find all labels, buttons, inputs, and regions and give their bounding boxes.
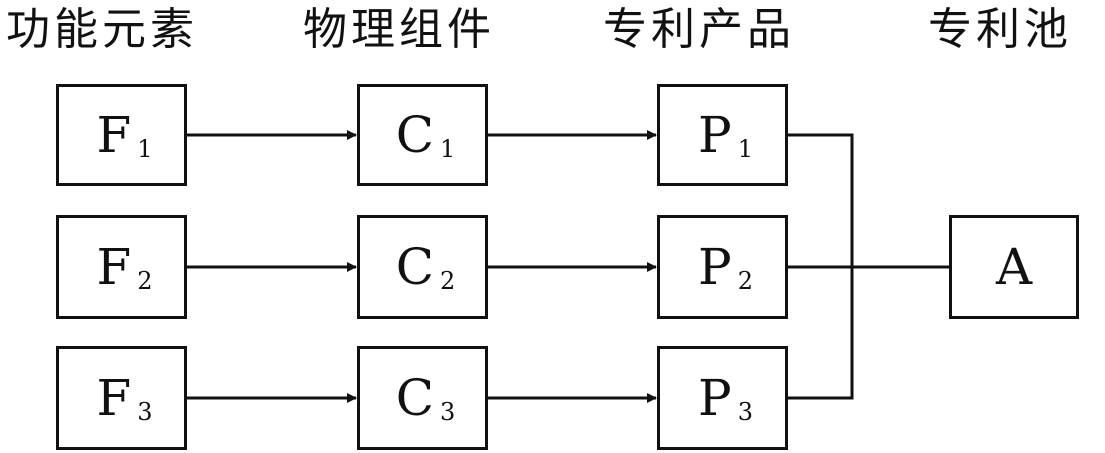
node-p1-subscript: 1 — [737, 135, 753, 163]
node-f2-subscript: 2 — [137, 267, 153, 295]
header-patent-products: 专利产品 — [603, 4, 795, 55]
node-p2-subscript: 2 — [737, 267, 753, 295]
node-f3-subscript: 3 — [137, 398, 153, 426]
header-patent-pool: 专利池 — [928, 4, 1072, 55]
node-a-label: A — [995, 238, 1033, 296]
node-f1-label: F — [96, 106, 132, 164]
header-functional-elements: 功能元素 — [6, 4, 198, 55]
node-c1-subscript: 1 — [439, 135, 456, 163]
node-p3-subscript: 3 — [737, 398, 753, 426]
node-f2-label: F — [96, 238, 132, 296]
node-c3-subscript: 3 — [439, 398, 456, 426]
node-c3-label: C — [395, 369, 434, 427]
node-p3-label: P — [698, 369, 732, 427]
node-f3-label: F — [96, 369, 132, 427]
node-c2-label: C — [395, 238, 434, 296]
header-physical-components: 物理组件 — [303, 4, 495, 55]
node-a: A — [949, 215, 1079, 319]
node-f1-subscript: 1 — [137, 135, 153, 163]
node-p2-label: P — [698, 238, 732, 296]
node-c2-subscript: 2 — [439, 267, 456, 295]
node-p1-label: P — [698, 106, 732, 164]
node-c1-label: C — [395, 106, 434, 164]
